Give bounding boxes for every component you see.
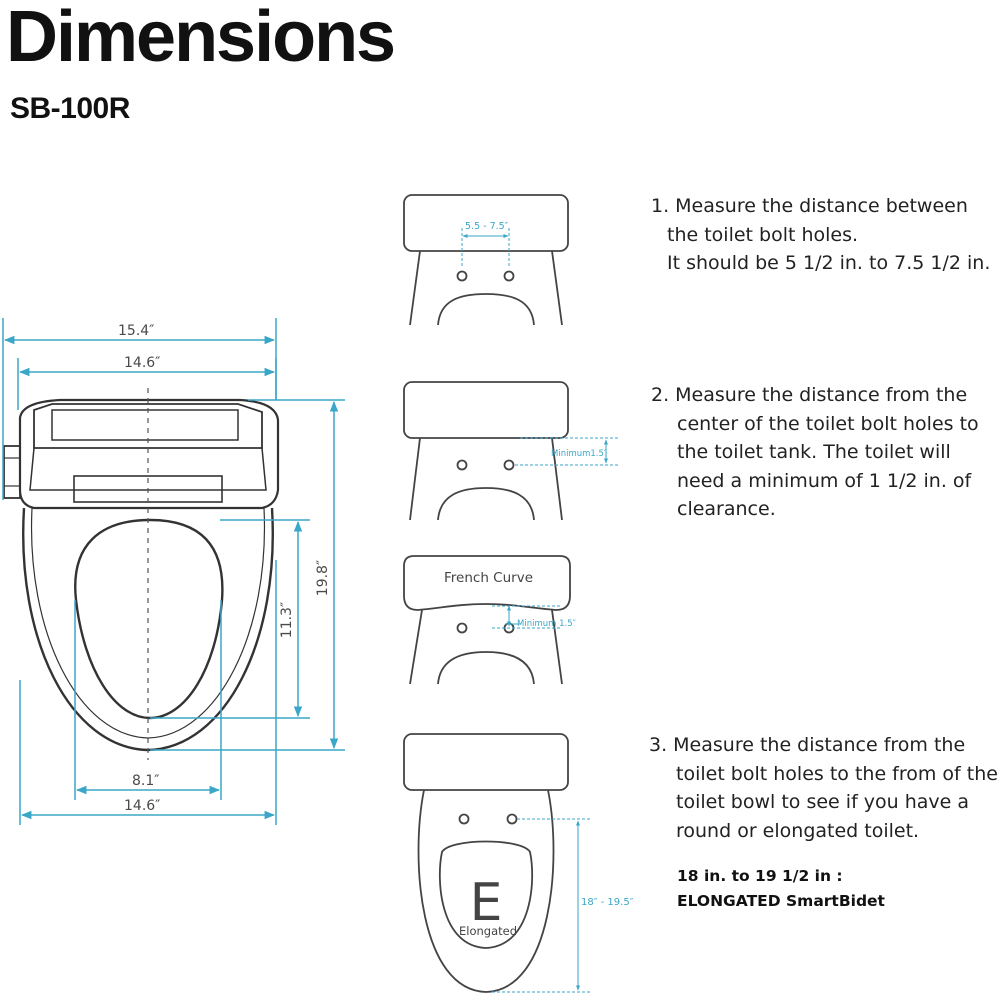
- result-range: 18 in. to 19 1/2 in :: [677, 867, 843, 885]
- step2-line: clearance.: [677, 498, 776, 520]
- step3-instructions: 3. Measure the distance from the toilet …: [649, 731, 998, 845]
- toilet-tank: [403, 194, 569, 252]
- model-number: SB-100R: [10, 92, 130, 125]
- side-control: [3, 445, 21, 499]
- opening-length-label: 11.3″: [279, 602, 295, 638]
- french-curve-diagram: [403, 555, 571, 685]
- step2-line: 2. Measure the distance from the: [651, 384, 968, 406]
- french-curve-clearance-label: Minimum 1.5″: [517, 619, 576, 629]
- toilet-tank: [403, 733, 569, 791]
- seat-top-view: [3, 388, 280, 760]
- step2-line: the toilet tank. The toilet will: [677, 441, 951, 463]
- french-curve-tank: [403, 555, 571, 611]
- inner-width-top-label: 14.6″: [124, 355, 160, 371]
- step1-line: the toilet bolt holes.: [667, 223, 859, 246]
- step2-instructions: 2. Measure the distance from the center …: [651, 381, 979, 524]
- bolt-spacing-label: 5.5 - 7.5″: [465, 221, 509, 232]
- step1-line: 1. Measure the distance between: [651, 195, 968, 217]
- overall-width-label: 15.4″: [118, 323, 154, 339]
- french-curve-title: French Curve: [444, 570, 533, 586]
- result-type: ELONGATED SmartBidet: [677, 892, 885, 910]
- step3-line: toilet bolt holes to the from of the: [676, 762, 998, 785]
- opening-width-label: 8.1″: [132, 773, 160, 789]
- step2-line: need a minimum of 1 1/2 in. of: [677, 469, 972, 492]
- bowl-inner: [438, 840, 534, 949]
- step3-line: 3. Measure the distance from the: [649, 734, 966, 756]
- step2-diagram: [403, 381, 569, 521]
- step1-instructions: 1. Measure the distance between the toil…: [651, 192, 990, 278]
- clearance-label: Minimum1.5″: [551, 449, 607, 459]
- seat-housing: [18, 398, 280, 510]
- step1-diagram: [403, 194, 569, 326]
- overall-length-label: 19.8″: [315, 560, 331, 596]
- main-dimensions: [2, 318, 345, 825]
- step2-line: center of the toilet bolt holes to: [677, 412, 979, 435]
- step3-line: toilet bowl to see if you have a: [676, 791, 970, 813]
- inner-width-bottom-label: 14.6″: [124, 798, 160, 814]
- toilet-bowl: [417, 789, 555, 993]
- bowl-length-label: 18″ - 19.5″: [581, 897, 634, 908]
- toilet-tank: [403, 381, 569, 439]
- seat-opening: [74, 518, 224, 720]
- step1-line: It should be 5 1/2 in. to 7.5 1/2 in.: [667, 252, 991, 274]
- step3-diagram: [403, 733, 569, 993]
- elongated-letter: E: [470, 873, 503, 933]
- result-block: 18 in. to 19 1/2 in : ELONGATED SmartBid…: [677, 864, 885, 914]
- elongated-caption: Elongated: [459, 924, 517, 938]
- step3-line: round or elongated toilet.: [676, 819, 920, 842]
- page-title: Dimensions: [6, 0, 396, 77]
